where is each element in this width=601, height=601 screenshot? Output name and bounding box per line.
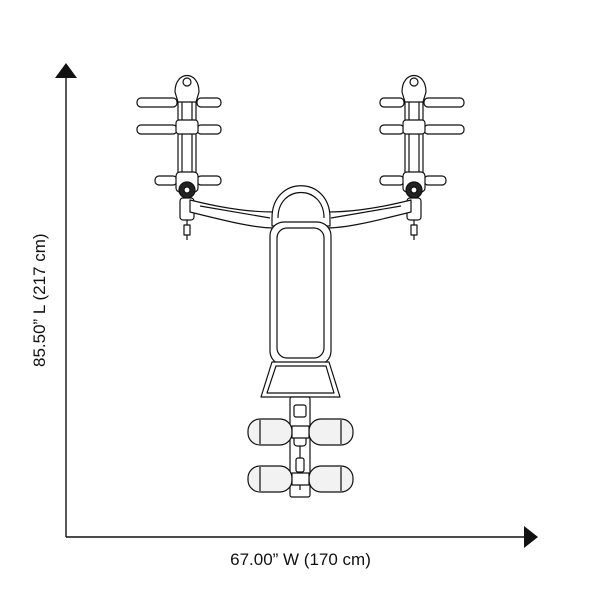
leg-pads xyxy=(247,418,354,493)
left-horn-mid-right xyxy=(196,124,222,135)
bench-drawing xyxy=(136,75,465,498)
left-arm xyxy=(136,75,222,240)
back-pad-top xyxy=(271,185,331,227)
back-pad xyxy=(269,221,332,366)
right-arm xyxy=(379,75,465,240)
right-horn-mid-right xyxy=(423,124,465,135)
right-horn-low-right xyxy=(423,175,447,186)
length-dimension-label: 85.50” L (217 cm) xyxy=(30,233,49,367)
right-horn-low-left xyxy=(379,175,405,186)
seat-pad xyxy=(260,361,341,398)
left-horn-top-right xyxy=(196,97,222,108)
width-dimension-label: 67.00” W (170 cm) xyxy=(230,550,371,569)
left-horn-low-right xyxy=(196,175,222,186)
length-axis-arrow xyxy=(55,63,77,78)
left-horn-mid-left xyxy=(136,124,178,135)
left-horn-top-left xyxy=(136,97,178,108)
right-horn-mid-left xyxy=(379,124,405,135)
right-horn-top-left xyxy=(379,97,405,108)
left-horn-low-left xyxy=(154,175,178,186)
right-horn-top-right xyxy=(423,97,465,108)
width-axis-arrow xyxy=(524,526,538,548)
